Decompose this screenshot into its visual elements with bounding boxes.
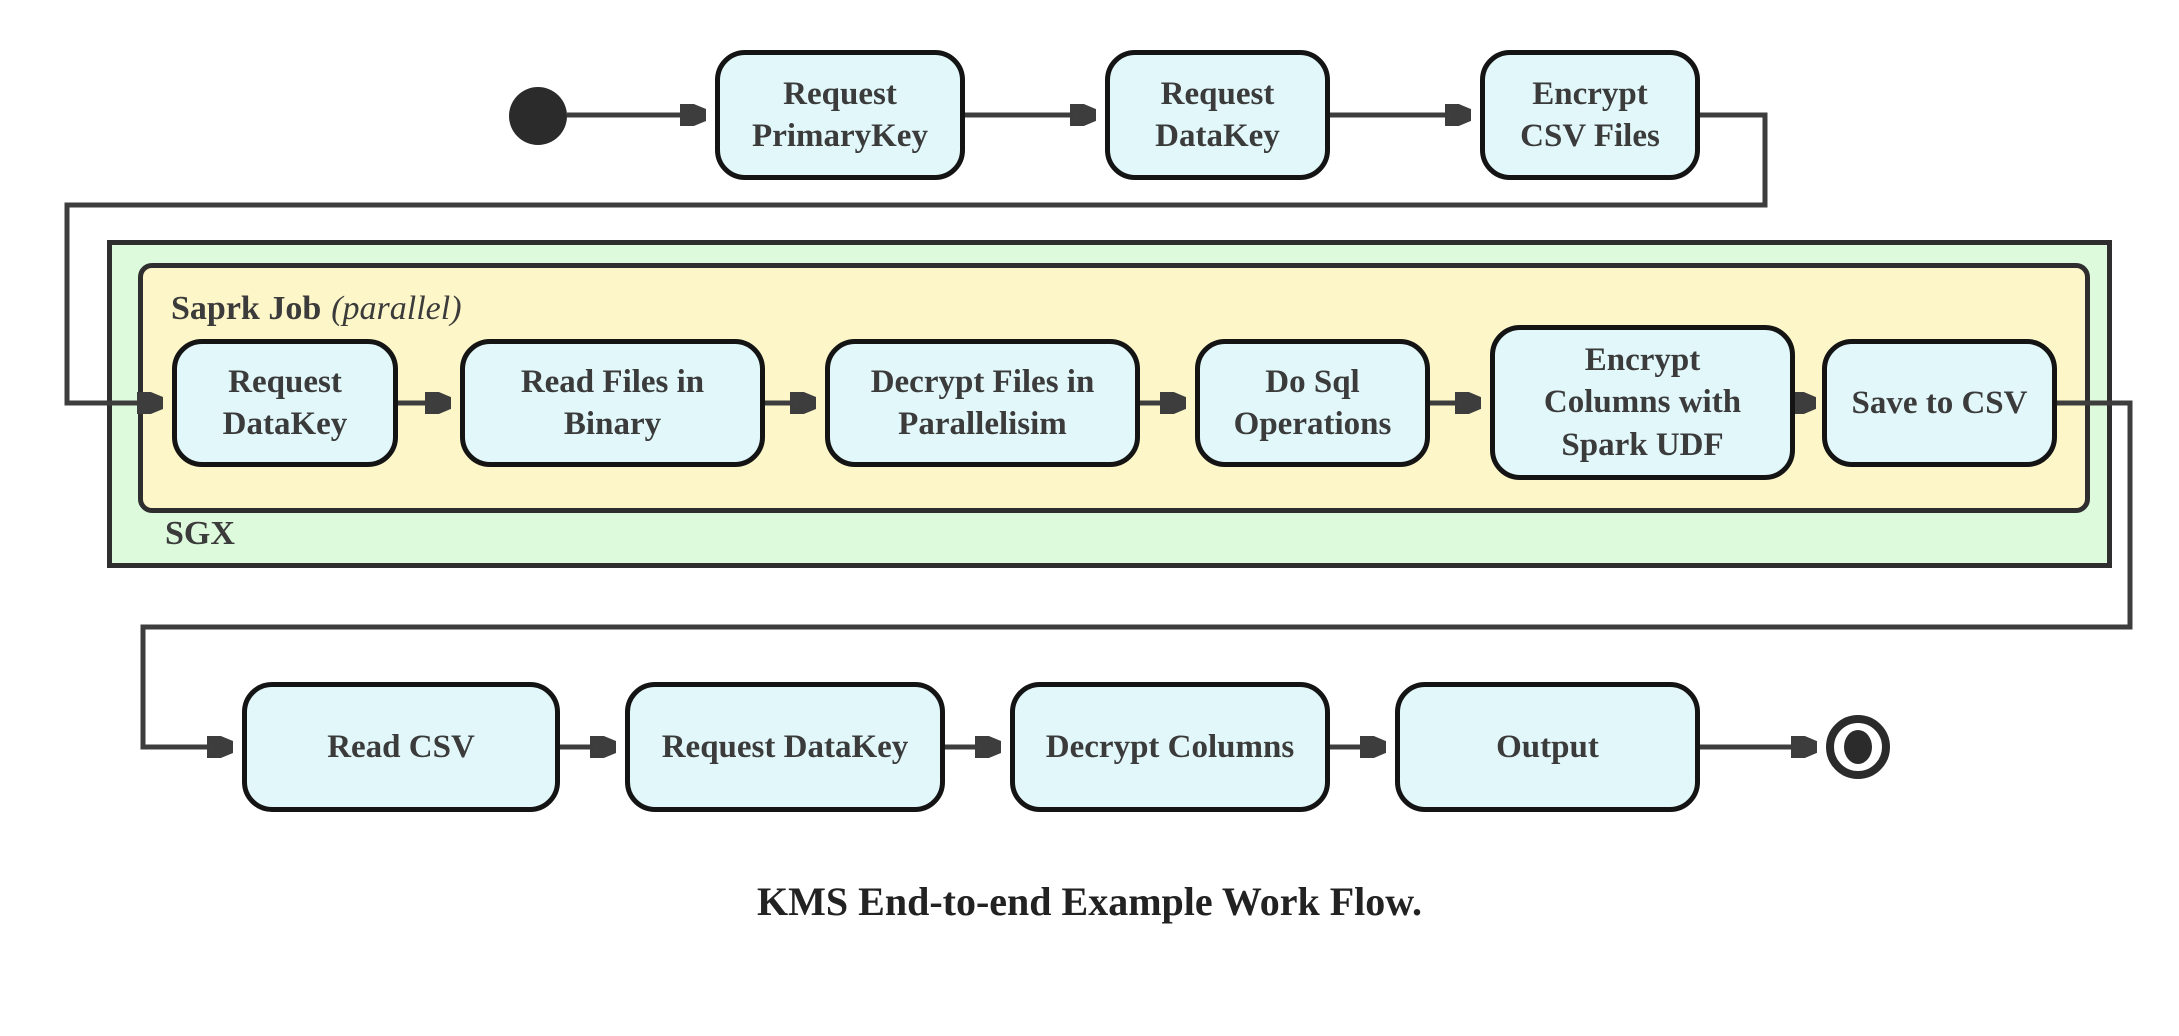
start-state-icon: [509, 87, 567, 145]
spark-job-title: Saprk Job(parallel): [171, 290, 462, 328]
spark-job-parallel-note: (parallel): [331, 290, 462, 327]
diagram-caption: KMS End-to-end Example Work Flow.: [757, 879, 1422, 924]
node-decrypt-columns: Decrypt Columns: [1010, 682, 1330, 812]
spark-job-title-text: Saprk Job: [171, 290, 322, 327]
node-request-datakey-bottom: Request DataKey: [625, 682, 945, 812]
node-encrypt-csv-files: Encrypt CSV Files: [1480, 50, 1700, 180]
node-read-csv: Read CSV: [242, 682, 560, 812]
node-do-sql-operations: Do Sql Operations: [1195, 339, 1430, 467]
node-request-datakey-top: Request DataKey: [1105, 50, 1330, 180]
node-output: Output: [1395, 682, 1700, 812]
end-state-icon: [1826, 715, 1890, 779]
node-save-to-csv: Save to CSV: [1822, 339, 2057, 467]
node-request-primarykey: Request PrimaryKey: [715, 50, 965, 180]
node-encrypt-columns-with-spark-udf: Encrypt Columns with Spark UDF: [1490, 325, 1795, 480]
end-state-inner-dot: [1844, 730, 1872, 764]
connector-encrypt-csv-to-sgx-request-datakey: [64, 112, 1768, 403]
node-sgx-request-datakey: Request DataKey: [172, 339, 398, 467]
sgx-label: SGX: [165, 515, 235, 552]
connector-save-csv-to-read-csv: [140, 400, 2133, 747]
node-decrypt-files-in-parallelisim: Decrypt Files in Parallelisim: [825, 339, 1140, 467]
node-read-files-in-binary: Read Files in Binary: [460, 339, 765, 467]
